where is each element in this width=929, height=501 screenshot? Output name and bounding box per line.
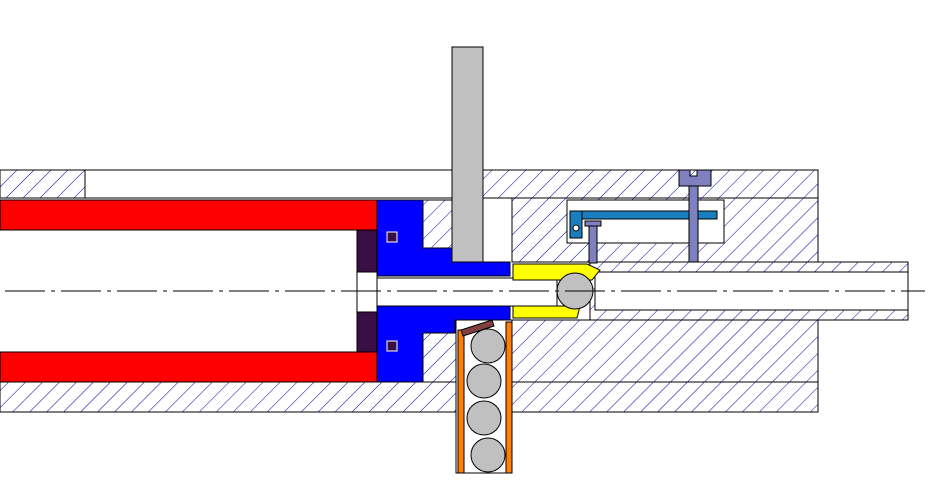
feed-cone-bottom [512, 305, 581, 319]
housing-top-right-hatch [482, 169, 819, 199]
cocking-lever[interactable] [451, 46, 484, 263]
block-lower-hatch [511, 319, 819, 383]
housing-bottom-hatch [0, 381, 819, 413]
magazine-ball [470, 437, 506, 473]
seal-top [386, 231, 398, 243]
latch-pin-head [584, 220, 602, 227]
cylinder-wall-bottom [0, 351, 411, 383]
housing-top-gap [84, 169, 453, 199]
magazine-wall-right [505, 321, 513, 474]
housing-top-left-hatch [0, 169, 86, 199]
piston-inset-top-hatch [422, 199, 453, 249]
magazine-ball [466, 363, 502, 399]
magazine-pawl [460, 319, 495, 337]
magazine-wall-left [457, 329, 465, 474]
magazine-ball [466, 400, 502, 436]
piston-end-stem [356, 271, 378, 313]
seal-bottom [386, 340, 398, 352]
adjust-screw-shaft[interactable] [688, 185, 699, 263]
latch-pivot [572, 224, 580, 232]
latch-pin [588, 220, 598, 264]
cylinder-wall-top [0, 199, 411, 231]
piston-inset-bottom-hatch [422, 332, 457, 383]
magazine-ball [470, 328, 506, 364]
push-rod [376, 277, 558, 307]
adjust-screw-head[interactable] [678, 169, 712, 187]
